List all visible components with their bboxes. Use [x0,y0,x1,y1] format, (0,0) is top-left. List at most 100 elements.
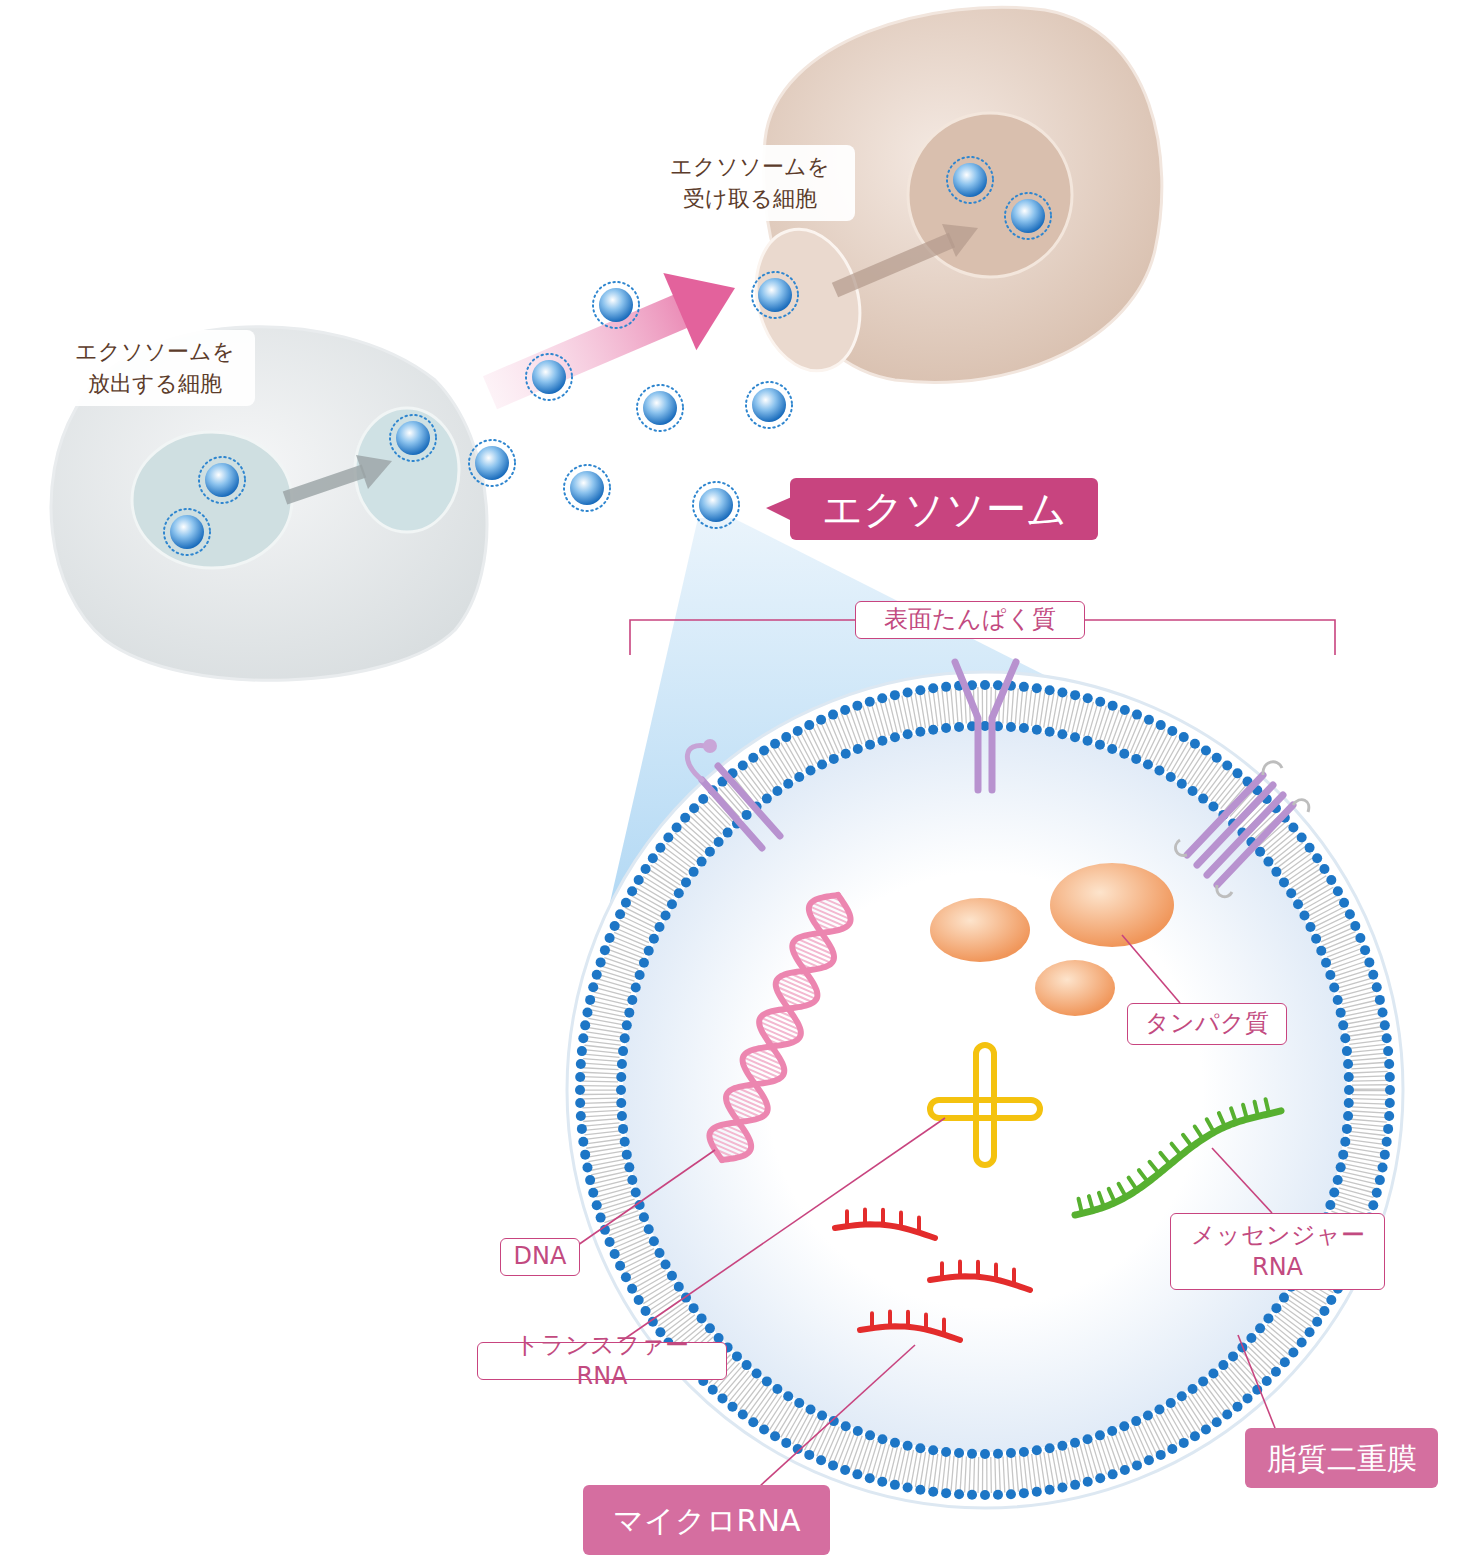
lipid-head [1032,725,1042,735]
lipid-head [915,685,925,695]
lipid-head [1228,1351,1238,1361]
lipid-head [783,1391,793,1401]
lipid-head [592,1200,602,1210]
lipid-head [631,982,641,992]
lipid-head [1255,1323,1265,1333]
lipid-head [1305,922,1315,932]
lipid-head [1083,736,1093,746]
lipid-head [1338,1020,1348,1030]
lipid-head [732,1351,742,1361]
lipid-head [1208,802,1218,812]
lipid-head [1045,1443,1055,1453]
label-text: 脂質二重膜 [1267,1439,1417,1478]
exosome-dot [953,163,987,197]
cell-interior [132,432,292,568]
lipid-head [967,1490,977,1500]
protein-blob [930,863,1174,1016]
trna-shape [930,1100,1040,1118]
label-text: タンパク質 [1145,1008,1269,1039]
lipid-head [1288,822,1298,832]
lipid-head [1208,1368,1218,1378]
lipid-head [1107,744,1117,754]
lipid-head [1350,921,1360,931]
lipid-head [840,1465,850,1475]
microrna-strand [835,1210,1030,1340]
flow-arrow [490,273,735,393]
lipid-head [708,1385,718,1395]
lipid-head [1378,1008,1388,1018]
lipid-head [1108,701,1118,711]
lipid-head [627,995,637,1005]
exosome-dot [164,157,1051,555]
lipid-head [622,1020,632,1030]
cell-node: エクソソームを 放出する細胞 [35,290,490,690]
lipid-head [1132,1460,1142,1470]
lipid-head [705,1323,715,1333]
lipid-head [578,1137,588,1147]
exosome-dot [947,157,993,203]
lipid-head [841,1421,851,1431]
lipid-head [1343,1059,1353,1069]
cell-node: エクソソームを 受け取る細胞 [735,0,1170,390]
lipid-head [655,922,665,932]
surface-protein [1197,785,1273,865]
callout-box: マイクロRNA [583,1485,830,1555]
label-text: エクソソーム [822,483,1067,535]
lipid-head [1119,1421,1129,1431]
lipid-head [585,1175,595,1185]
lipid-head [806,766,816,776]
mrna-base [1207,1119,1214,1132]
lipid-head [1212,1417,1222,1427]
lipid-head [1279,877,1289,887]
lipid-head [1057,687,1067,697]
lipid-head [1083,693,1093,703]
lipid-head [680,813,690,823]
lipid-head [1288,1348,1298,1358]
lipid-head [877,1477,887,1487]
lipid-head [1057,729,1067,739]
exosome-dot [637,385,683,431]
exosome-lumen [623,728,1347,1452]
label-text: マイクロRNA [613,1501,801,1540]
lipid-head [580,1020,590,1030]
leader-line [760,1345,915,1486]
mrna-base [1129,1178,1137,1190]
exosome-dot [199,457,245,503]
lipid-head [865,1430,875,1440]
lipid-head [1338,1150,1348,1160]
exosome-dot [593,282,639,328]
lipid-head [1167,1444,1177,1454]
lipid-head [980,1490,990,1500]
lipid-head [840,705,850,715]
lipid-head [941,1447,951,1457]
lipid-head [1286,888,1296,898]
microrna-strand [1012,1270,1016,1285]
lipid-head [1384,1059,1394,1069]
lipid-head [1312,853,1322,863]
lipid-head [915,727,925,737]
lipid-head [717,1393,727,1403]
lipid-head [954,722,964,732]
lipid-head [1375,995,1385,1005]
lipid-head [980,1449,990,1459]
lipid-head [1006,1448,1016,1458]
lipid-head [1019,1488,1029,1498]
exosome-dot [746,382,792,428]
lipid-head [605,933,615,943]
lipid-head [1340,1033,1350,1043]
lipid-head [781,1438,791,1448]
lipid-head [689,1303,699,1313]
lipid-head [1045,1485,1055,1495]
lipid-head [622,1150,632,1160]
mrna-base [1183,1135,1192,1147]
lipid-head [575,1098,585,1108]
lipid-head [1336,1162,1346,1172]
lipid-head [1154,1404,1164,1414]
lipid-head [829,754,839,764]
mrna-base [1219,1113,1225,1127]
surface-protein [718,766,780,836]
lipid-head [1057,1441,1067,1451]
lipid-head [1218,1360,1228,1370]
lipid-head [890,732,900,742]
